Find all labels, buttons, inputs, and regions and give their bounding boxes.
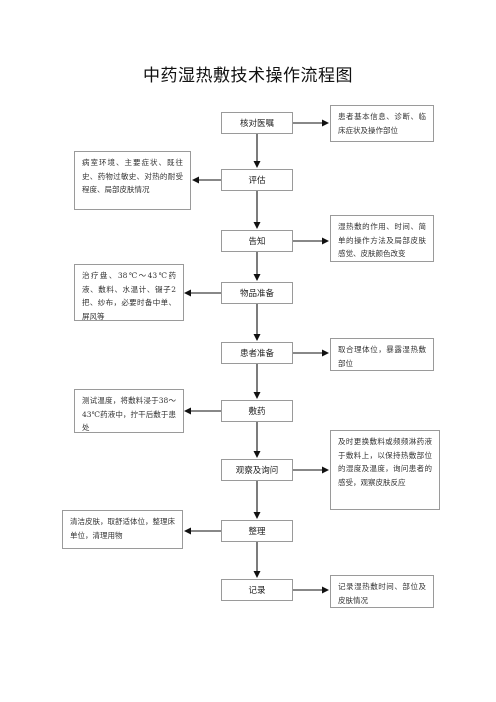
step-tidy-up: 整理 <box>221 520 293 542</box>
step-prepare-supplies: 物品准备 <box>221 282 293 304</box>
step-record: 记录 <box>221 579 293 601</box>
step-observe-inquire: 观察及询问 <box>221 459 293 481</box>
page-title: 中药湿热敷技术操作流程图 <box>143 66 353 86</box>
step-prepare-patient: 患者准备 <box>221 342 293 364</box>
step-verify-order: 核对医嘱 <box>221 112 293 134</box>
note-observe: 及时更换敷料或频频淋药液于敷料上，以保持热敷部位的湿度及温度，询问患者的感受，观… <box>330 430 440 510</box>
note-tidy: 清洁皮肤，取舒适体位，整理床单位，清理用物 <box>62 510 183 549</box>
note-assess: 病室环境、主要症状、既往史、药物过敏史、对热的耐受程度、局部皮肤情况 <box>74 151 191 210</box>
step-apply-compress: 敷药 <box>221 400 293 422</box>
note-record: 记录湿热敷时间、部位及皮肤情况 <box>330 575 434 608</box>
note-apply: 测试温度，将敷料浸于38～43℃药液中，拧干后敷于患处 <box>74 389 184 433</box>
note-supplies: 治疗盘、38℃～43℃药液、敷料、水温计、镊子2把、纱布，必要时备中单、屏风等 <box>74 264 184 321</box>
note-patient: 取合理体位，暴露湿热敷部位 <box>330 338 434 371</box>
note-inform: 湿热敷的作用、时间、简单的操作方法及局部皮肤感觉、皮肤颜色改变 <box>330 215 434 262</box>
step-assess: 评估 <box>221 169 293 191</box>
step-inform: 告知 <box>221 230 293 252</box>
note-verify: 患者基本信息、诊断、临床症状及操作部位 <box>330 105 434 142</box>
